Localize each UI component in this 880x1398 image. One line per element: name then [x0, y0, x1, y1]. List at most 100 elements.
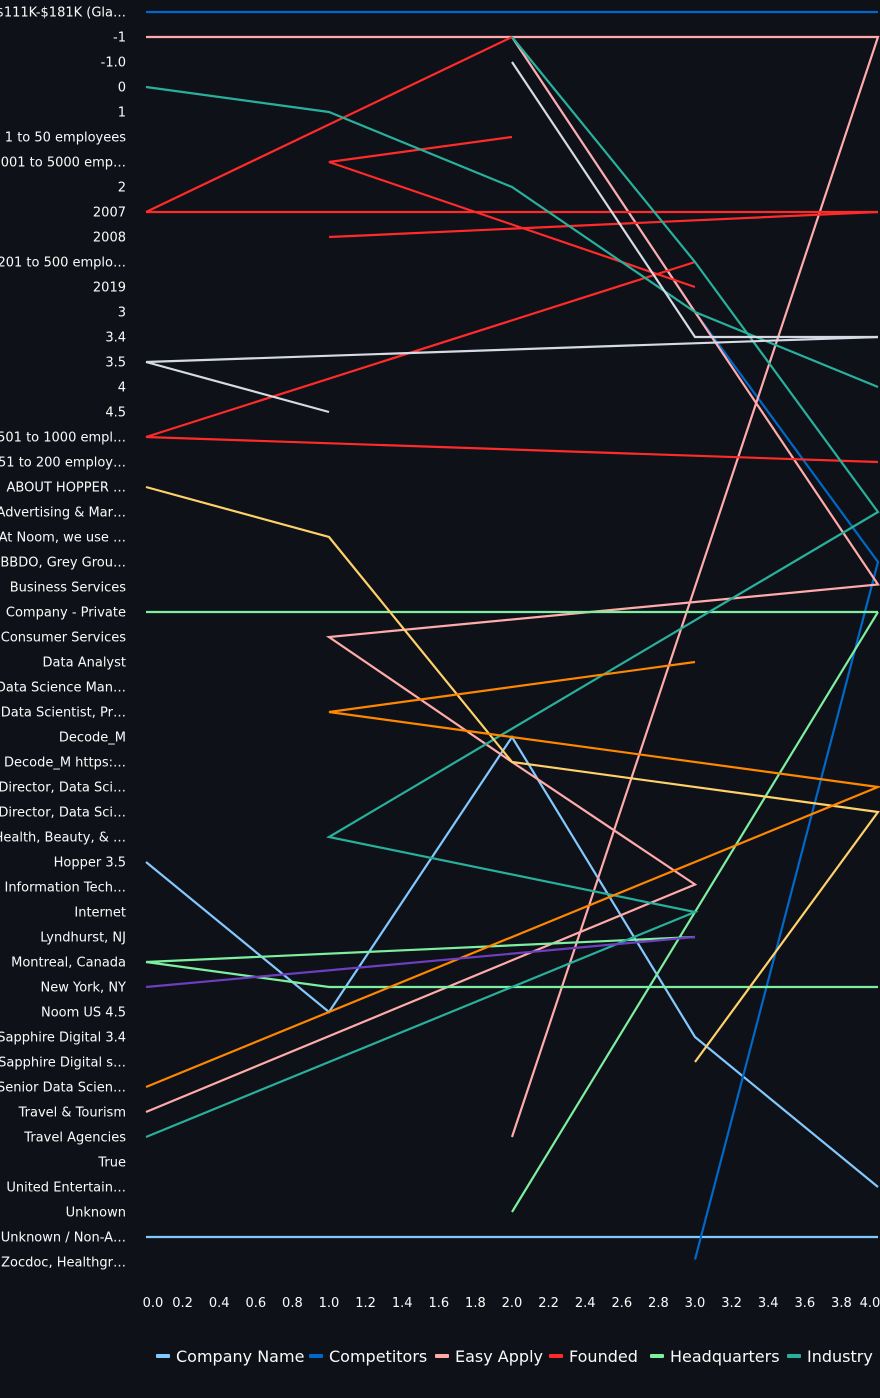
x-tick-label: 2.0	[502, 1296, 523, 1311]
y-tick-label: Data Science Man…	[0, 681, 126, 696]
legend-label: Easy Apply	[455, 1347, 543, 1366]
y-tick-label: $111K-$181K (Gla…	[0, 6, 126, 21]
legend-item-easy-apply[interactable]: Easy Apply	[435, 1347, 543, 1366]
y-tick-label: Travel Agencies	[23, 1131, 126, 1146]
y-tick-label: Travel & Tourism	[18, 1106, 126, 1121]
y-tick-label: ABOUT HOPPER …	[7, 481, 126, 496]
x-tick-label: 0.6	[245, 1296, 266, 1311]
x-tick-label: 1.6	[428, 1296, 449, 1311]
series-line-headquarters	[145, 935, 696, 964]
series-line-headquarters	[145, 960, 878, 989]
y-tick-label: 2008	[93, 231, 126, 246]
legend-label: Founded	[569, 1347, 638, 1366]
legend-item-industry[interactable]: Industry	[787, 1347, 873, 1366]
series-line-founded	[145, 260, 879, 464]
y-tick-label: 1 to 50 employees	[5, 131, 126, 146]
x-tick-label: 2.4	[575, 1296, 596, 1311]
x-tick-label: 0.0	[143, 1296, 164, 1311]
y-tick-label: 2	[118, 181, 126, 196]
y-tick-label: Company - Private	[6, 606, 126, 621]
y-tick-label: 1	[118, 106, 126, 121]
legend-label: Competitors	[329, 1347, 427, 1366]
x-tick-label: 0.2	[172, 1296, 193, 1311]
y-tick-label: Consumer Services	[1, 631, 126, 646]
y-tick-label: Business Services	[10, 581, 127, 596]
y-tick-label: Senior Data Scien…	[0, 1081, 126, 1096]
legend-item-company-name[interactable]: Company Name	[156, 1347, 304, 1366]
legend-swatch	[156, 1354, 170, 1358]
x-tick-label: 2.2	[538, 1296, 559, 1311]
y-tick-label: BBDO, Grey Grou…	[0, 556, 126, 571]
x-tick-label: 3.2	[721, 1296, 742, 1311]
legend-item-competitors[interactable]: Competitors	[309, 1347, 427, 1366]
legend-label: Headquarters	[670, 1347, 780, 1366]
x-tick-label: 2.8	[648, 1296, 669, 1311]
legend-label: Industry	[807, 1347, 873, 1366]
legend-item-founded[interactable]: Founded	[549, 1347, 638, 1366]
y-tick-label: Advertising & Mar…	[0, 506, 126, 521]
y-tick-label: Data Scientist, Pr…	[1, 706, 126, 721]
series-line-founded	[145, 36, 513, 213]
series-line-unlabeled	[511, 61, 878, 339]
y-tick-label: 2019	[93, 281, 126, 296]
y-tick-label: Noom US 4.5	[41, 1006, 126, 1021]
legend-swatch	[435, 1354, 449, 1358]
legend[interactable]: Company Name Competitors Easy Apply Founded…	[156, 1347, 873, 1366]
y-tick-label: -1.0	[101, 56, 126, 71]
series-line-industry	[145, 85, 879, 389]
x-tick-label: 1.2	[355, 1296, 376, 1311]
series-line-unlabeled	[145, 935, 696, 989]
y-tick-label: Sapphire Digital 3.4	[0, 1031, 126, 1046]
x-tick-label: 3.4	[758, 1296, 779, 1311]
y-tick-label: Decode_M https:…	[4, 756, 126, 771]
x-tick-label: 4.0	[860, 1296, 880, 1311]
legend-swatch	[650, 1354, 664, 1358]
series-line-unlabeled	[145, 335, 879, 364]
y-tick-label: Unknown / Non-A…	[1, 1231, 126, 1246]
y-tick-label: 501 to 1000 empl…	[0, 431, 126, 446]
x-tick-label: 3.0	[685, 1296, 706, 1311]
series-line-founded	[328, 135, 696, 289]
legend-swatch	[787, 1354, 801, 1358]
y-tick-label: Unknown	[66, 1206, 126, 1221]
y-tick-label: Hopper 3.5	[54, 856, 126, 871]
x-tick-label: 3.6	[794, 1296, 815, 1311]
y-tick-label: Zocdoc, Healthgr…	[1, 1256, 126, 1271]
y-tick-label: 4.5	[105, 406, 126, 421]
y-tick-label: At Noom, we use …	[0, 531, 126, 546]
y-tick-label: Health, Beauty, & …	[0, 831, 126, 846]
y-tick-label: 201 to 500 emplo…	[0, 256, 126, 271]
y-tick-label: Sapphire Digital s…	[0, 1056, 126, 1071]
series-line-industry	[145, 36, 880, 1139]
y-tick-label: 2007	[93, 206, 126, 221]
y-tick-label: Decode_M	[59, 731, 126, 746]
y-tick-label: Montreal, Canada	[11, 956, 126, 971]
y-tick-label: Lyndhurst, NJ	[40, 931, 126, 946]
y-tick-label: 4	[118, 381, 126, 396]
legend-swatch	[309, 1354, 323, 1358]
x-tick-label: 2.6	[611, 1296, 632, 1311]
y-tick-label: 3.4	[105, 331, 126, 346]
y-tick-label: Internet	[74, 906, 126, 921]
series-line-unlabeled	[145, 660, 880, 1089]
y-tick-label: 3	[118, 306, 126, 321]
y-tick-label: 51 to 200 employ…	[0, 456, 126, 471]
y-tick-label: 0	[118, 81, 126, 96]
y-tick-label: New York, NY	[41, 981, 127, 996]
y-tick-label: Director, Data Sci…	[0, 806, 126, 821]
x-tick-label: 0.4	[209, 1296, 230, 1311]
series-line-easy-apply	[146, 35, 880, 1138]
series-line-unlabeled	[145, 360, 330, 414]
x-tick-label: 1.0	[319, 1296, 340, 1311]
series-line-founded	[328, 210, 879, 239]
y-tick-label: -1	[113, 31, 126, 46]
y-axis: $111K-$181K (Gla… -1 -1.0 0 1 1 to 50 employe…	[0, 6, 126, 1271]
y-tick-label: Director, Data Sci…	[0, 781, 126, 796]
y-tick-label: Data Analyst	[43, 656, 126, 671]
x-tick-label: 0.8	[282, 1296, 303, 1311]
legend-item-headquarters[interactable]: Headquarters	[650, 1347, 780, 1366]
x-tick-label: 1.8	[465, 1296, 486, 1311]
y-tick-label: United Entertain…	[6, 1181, 126, 1196]
